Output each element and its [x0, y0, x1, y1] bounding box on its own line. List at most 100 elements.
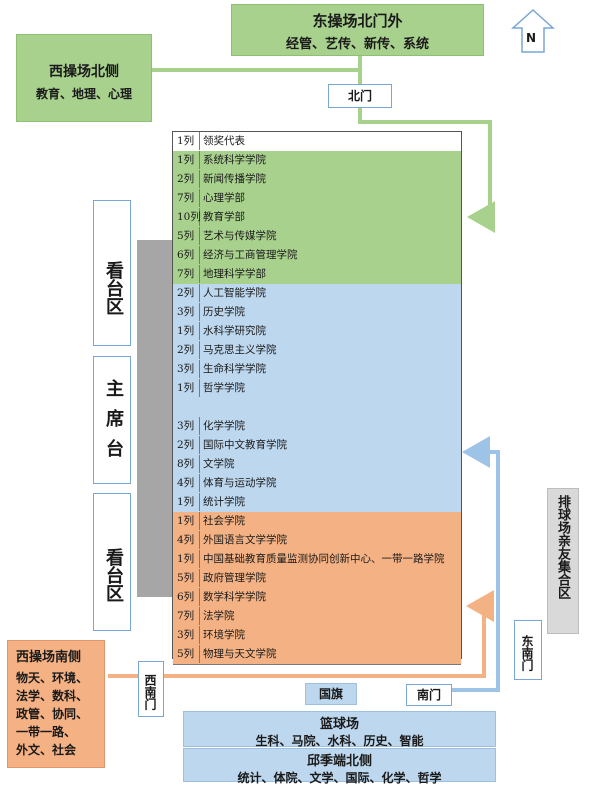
row-name: 社会学院: [203, 515, 245, 527]
west-south-line-5: 外文、社会: [16, 743, 77, 757]
row-count: 7列: [173, 607, 200, 625]
row-name: 数学科学学院: [203, 591, 266, 603]
row-count: 5列: [173, 227, 200, 245]
row-name: 水科学研究院: [203, 325, 266, 337]
flag-label: 国旗: [305, 683, 357, 705]
row-count: [173, 398, 200, 416]
north-label: N: [526, 31, 537, 45]
list-row: 3列化学学院: [173, 417, 461, 437]
list-row: 7列心理学部: [173, 189, 461, 209]
list-row: 2列人工智能学院: [173, 284, 461, 304]
east-north-subtitle: 经管、艺传、新传、系统: [285, 37, 429, 52]
row-name: 历史学院: [203, 306, 245, 318]
list-row: [173, 398, 461, 418]
qiuji-north-area: 邱季端北侧 统计、体院、文学、国际、化学、哲学: [183, 748, 496, 785]
list-row: 5列艺术与传媒学院: [173, 227, 461, 247]
row-name: 政府管理学院: [203, 572, 266, 584]
row-count: 3列: [173, 360, 200, 378]
list-row: 8列文学院: [173, 455, 461, 475]
list-row: 1列水科学研究院: [173, 322, 461, 342]
list-row: 5列物理与天文学院: [173, 645, 461, 665]
row-count: 2列: [173, 436, 200, 454]
row-count: 6列: [173, 246, 200, 264]
list-row: 3列历史学院: [173, 303, 461, 323]
row-count: 7列: [173, 189, 200, 207]
row-count: 1列: [173, 379, 200, 397]
row-count: 1列: [173, 550, 200, 568]
row-count: 3列: [173, 417, 200, 435]
row-name: 环境学院: [203, 629, 245, 641]
list-row: 1列系统科学学院: [173, 151, 461, 171]
row-count: 1列: [173, 151, 200, 169]
list-row: 6列经济与工商管理学院: [173, 246, 461, 266]
list-row: 1列社会学院: [173, 512, 461, 532]
row-count: 4列: [173, 531, 200, 549]
qiuji-subtitle: 统计、体院、文学、国际、化学、哲学: [237, 771, 442, 785]
southeast-gate-label: 东南门: [514, 620, 542, 680]
west-north-subtitle: 教育、地理、心理: [35, 87, 132, 101]
row-name: 统计学院: [203, 496, 245, 508]
list-row: 10列教育学部: [173, 208, 461, 228]
south-gate-label: 南门: [406, 684, 452, 706]
row-name: 哲学学院: [203, 382, 245, 394]
row-name: 心理学部: [203, 192, 245, 204]
southwest-gate-label: 西南门: [138, 661, 164, 717]
list-row: 4列外国语言文学学院: [173, 531, 461, 551]
row-name: 化学学院: [203, 420, 245, 432]
green-route: [152, 68, 495, 233]
list-row: 1列统计学院: [173, 493, 461, 513]
row-name: 国际中文教育学院: [203, 439, 287, 451]
stand-bottom-label: 看台区: [93, 493, 131, 631]
orange-route: [108, 590, 494, 678]
row-count: 8列: [173, 455, 200, 473]
row-count: 1列: [173, 322, 200, 340]
list-row: 2列新闻传播学院: [173, 170, 461, 190]
stage-bar: [137, 240, 173, 597]
row-name: 人工智能学院: [203, 287, 266, 299]
row-name: 文学院: [203, 458, 235, 470]
list-row: 2列马克思主义学院: [173, 341, 461, 361]
row-name: 地理科学学部: [203, 268, 266, 280]
row-count: 10列: [173, 208, 201, 226]
row-name: 新闻传播学院: [203, 173, 266, 185]
list-row: 7列地理科学学部: [173, 265, 461, 285]
west-playground-south: 西操场南侧 物天、环境、 法学、数科、 政管、协同、 一带一路、 外文、社会: [7, 640, 105, 768]
row-name: 体育与运动学院: [203, 477, 277, 489]
stand-top-label: 看台区: [93, 200, 131, 346]
list-row: 3列环境学院: [173, 626, 461, 646]
basketball-area: 篮球场 生科、马院、水科、历史、智能: [183, 711, 496, 748]
row-count: 2列: [173, 284, 200, 302]
east-north-gate-outside: 东操场北门外 经管、艺传、新传、系统: [231, 4, 484, 56]
row-name: 领奖代表: [203, 135, 245, 147]
row-count: 3列: [173, 626, 200, 644]
basketball-title: 篮球场: [319, 717, 359, 732]
north-arrow: N: [511, 8, 555, 54]
west-north-title: 西操场北侧: [49, 64, 119, 80]
row-name: 马克思主义学院: [203, 344, 277, 356]
west-south-line-1: 物天、环境、: [16, 671, 89, 685]
list-row: 1列领奖代表: [173, 132, 461, 152]
row-name: 系统科学学院: [203, 154, 266, 166]
list-row: 6列数学科学学院: [173, 588, 461, 608]
row-count: 2列: [173, 170, 200, 188]
west-south-line-2: 法学、数科、: [16, 689, 89, 703]
row-name: 法学院: [203, 610, 235, 622]
west-south-title: 西操场南侧: [16, 650, 82, 665]
list-row: 4列体育与运动学院: [173, 474, 461, 494]
list-row: 1列中国基础教育质量监测协同创新中心、一带一路学院: [173, 550, 461, 570]
basketball-subtitle: 生科、马院、水科、历史、智能: [255, 734, 424, 748]
list-row: 2列国际中文教育学院: [173, 436, 461, 456]
east-north-title: 东操场北门外: [312, 12, 403, 30]
row-count: 3列: [173, 303, 200, 321]
row-name: 教育学部: [203, 211, 245, 223]
row-count: 5列: [173, 569, 200, 587]
row-name: 艺术与传媒学院: [203, 230, 277, 242]
volleyball-area: 排球场亲友集合区: [547, 488, 579, 634]
row-count: 7列: [173, 265, 200, 283]
row-count: 1列: [173, 132, 200, 150]
row-name: 经济与工商管理学院: [203, 249, 298, 261]
row-count: 2列: [173, 341, 200, 359]
row-count: 6列: [173, 588, 200, 606]
west-south-line-3: 政管、协同、: [16, 707, 89, 721]
